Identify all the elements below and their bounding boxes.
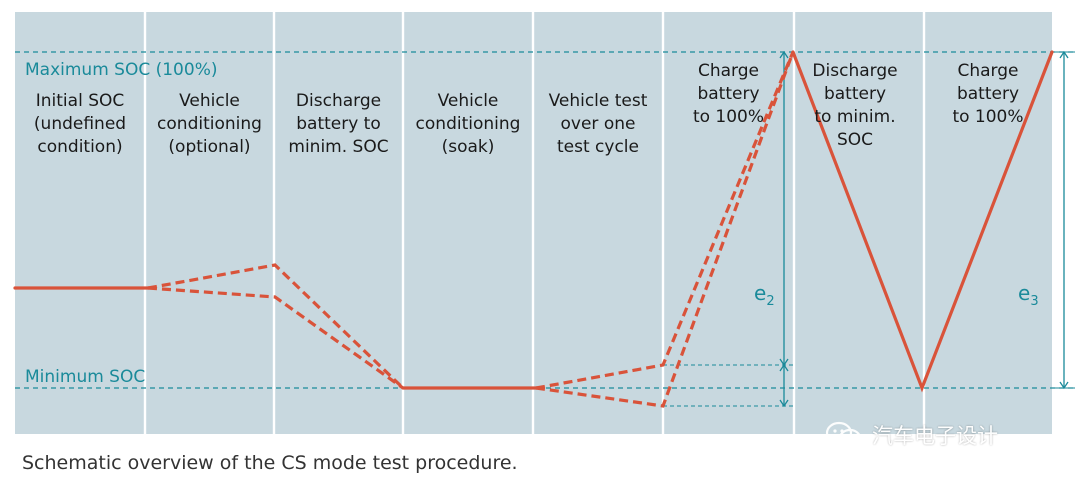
e2-label: e2 bbox=[754, 281, 775, 309]
e3-label: e3 bbox=[1018, 281, 1039, 309]
phase-label-7: Discharge battery to minim. SOC bbox=[812, 61, 897, 150]
wechat-icon bbox=[825, 421, 862, 448]
e2-arrow-head-top bbox=[779, 50, 789, 59]
phase-label-2: Vehicle conditioning (optional) bbox=[157, 91, 262, 157]
phase-label-line: condition) bbox=[37, 137, 122, 157]
energy-measures bbox=[663, 50, 1075, 408]
phase-label-8: Charge battery to 100% bbox=[952, 61, 1023, 127]
phase-label-line: Vehicle bbox=[179, 91, 240, 111]
phase-label-line: (soak) bbox=[442, 137, 495, 157]
phase-separator bbox=[531, 12, 535, 434]
phase-label-line: battery to bbox=[296, 114, 381, 134]
figure-caption: Schematic overview of the CS mode test p… bbox=[22, 452, 518, 474]
phase-label-4: Vehicle conditioning (soak) bbox=[416, 91, 521, 157]
phase-label-line: conditioning bbox=[157, 114, 262, 134]
phase-separator bbox=[272, 12, 276, 434]
phase-separator bbox=[922, 12, 926, 434]
phase-labels: Initial SOC (undefined condition) Vehicle co… bbox=[34, 61, 1024, 157]
soc-level-lines bbox=[15, 51, 1075, 389]
phase-label-line: minim. SOC bbox=[288, 137, 388, 157]
watermark: 汽车电子设计 bbox=[824, 420, 998, 450]
e2-range-arrow-head-bottom bbox=[779, 399, 789, 408]
phase-panels bbox=[15, 12, 1052, 434]
phase-label-line: to minim. bbox=[814, 107, 895, 127]
phase-label-6: Charge battery to 100% bbox=[693, 61, 764, 127]
phase-label-line: Charge bbox=[957, 61, 1018, 81]
phase-label-line: battery bbox=[824, 84, 886, 104]
phase-separator bbox=[792, 12, 796, 434]
soc-cycle bbox=[791, 50, 1054, 393]
phase-label-1: Initial SOC (undefined condition) bbox=[34, 91, 126, 157]
phase-label-line: Vehicle bbox=[438, 91, 499, 111]
phase-label-line: to 100% bbox=[693, 107, 764, 127]
phase-label-line: Charge bbox=[698, 61, 759, 81]
phase-label-5: Vehicle test over one test cycle bbox=[549, 91, 648, 157]
phase-label-line: to 100% bbox=[952, 107, 1023, 127]
phase-label-line: battery bbox=[957, 84, 1019, 104]
phase-label-line: (undefined bbox=[34, 114, 126, 134]
phase-label-line: Initial SOC bbox=[36, 91, 125, 111]
phase-label-line: Vehicle test bbox=[549, 91, 648, 111]
phase-label-line: Discharge bbox=[296, 91, 381, 111]
soc-path-upper bbox=[147, 263, 405, 390]
phase-label-line: battery bbox=[697, 84, 759, 104]
phase-label-3: Discharge battery to minim. SOC bbox=[288, 91, 388, 157]
phase-separator bbox=[401, 12, 405, 434]
phase-separator bbox=[143, 12, 147, 434]
watermark-text: 汽车电子设计 bbox=[872, 424, 998, 448]
soc-test-lower bbox=[535, 51, 795, 408]
e2-range-arrow-head-top bbox=[779, 363, 789, 372]
phase-label-line: test cycle bbox=[557, 137, 639, 157]
phase-label-line: conditioning bbox=[416, 114, 521, 134]
phase-label-line: Discharge bbox=[812, 61, 897, 81]
phase-label-line: over one bbox=[561, 114, 636, 134]
cs-mode-diagram: Initial SOC (undefined condition) Vehicle co… bbox=[13, 12, 1075, 434]
soc-test-upper bbox=[535, 51, 795, 390]
phase-label-line: SOC bbox=[837, 130, 873, 150]
min-soc-label: Minimum SOC bbox=[25, 367, 145, 387]
max-soc-label: Maximum SOC (100%) bbox=[25, 60, 217, 80]
phase-label-line: (optional) bbox=[168, 137, 250, 157]
soc-path-lower bbox=[147, 286, 404, 390]
soc-curve bbox=[13, 50, 1054, 408]
phase-separator bbox=[661, 12, 665, 434]
